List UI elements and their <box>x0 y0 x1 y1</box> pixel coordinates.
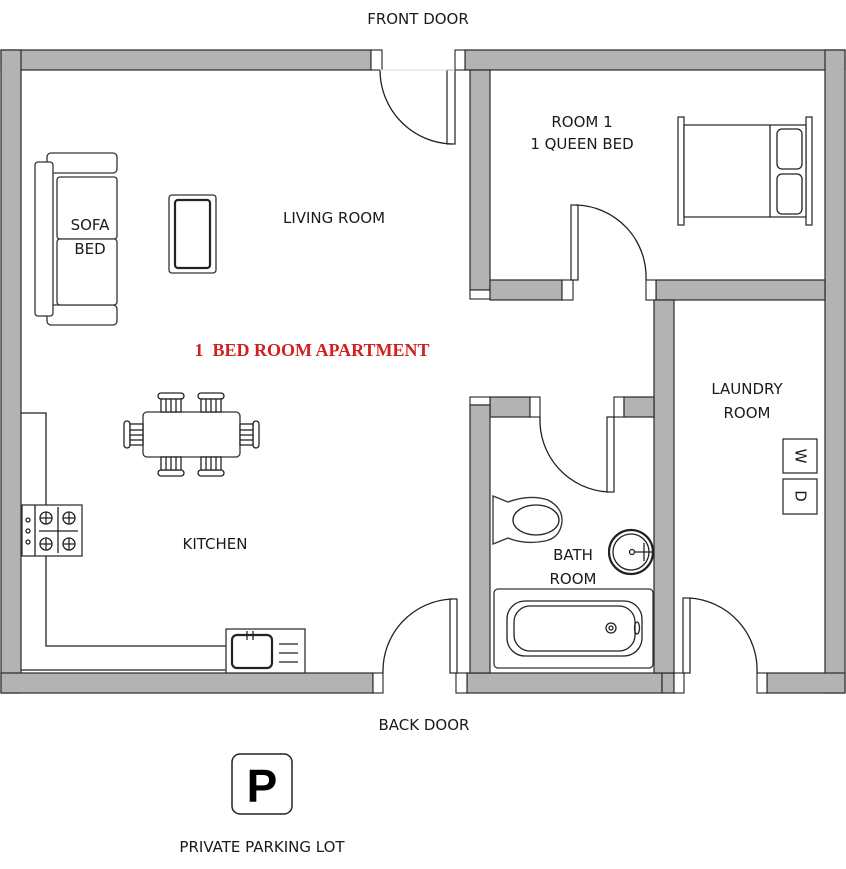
front-door-label: FRONT DOOR <box>367 10 469 28</box>
room1-door-leaf <box>570 204 579 281</box>
wall-bath-top-right <box>623 396 655 418</box>
washer: W <box>782 438 818 474</box>
back-door-label: BACK DOOR <box>379 716 470 734</box>
bath-sink <box>607 528 655 576</box>
wall-right <box>824 49 846 694</box>
washer-label: W <box>792 449 810 464</box>
dining-table <box>123 392 260 477</box>
wall-bottom-laundry <box>766 672 846 694</box>
wall-top-right <box>464 49 846 71</box>
walls <box>0 49 846 694</box>
wall-left <box>0 49 22 694</box>
back-door-swing <box>382 598 453 674</box>
stove <box>21 504 83 557</box>
room1-label-line2: 1 QUEEN BED <box>530 135 633 153</box>
queen-bed <box>677 116 813 226</box>
wall-bottom-bath <box>466 672 663 694</box>
sofa-label-line1: SOFA <box>71 216 111 234</box>
bath-label-line1: BATH <box>553 546 593 564</box>
room1-door-swing <box>575 204 647 281</box>
bath-door-swing <box>539 416 609 493</box>
living-room-label: LIVING ROOM <box>283 209 385 227</box>
front-door-leaf <box>446 69 456 145</box>
laundry-door-swing <box>688 597 758 674</box>
sofa-label-line2: BED <box>74 240 105 258</box>
coffee-table <box>168 194 217 274</box>
wall-laundry-left <box>653 299 675 674</box>
bath-door <box>539 416 615 493</box>
wall-room1-bottom-right <box>655 279 826 301</box>
wall-room1-left <box>469 69 491 291</box>
back-door <box>382 598 458 674</box>
wall-bottom-mid <box>661 672 675 694</box>
room1-label-line1: ROOM 1 <box>551 113 612 131</box>
room1-door <box>570 204 647 281</box>
bathtub <box>493 588 654 669</box>
laundry-label-line1: LAUNDRY <box>711 380 783 398</box>
toilet <box>492 495 563 545</box>
dryer-label: D <box>792 490 810 502</box>
front-door-swing <box>379 69 453 145</box>
bath-label-line2: ROOM <box>550 570 597 588</box>
dryer: D <box>782 478 818 515</box>
laundry-door-leaf <box>682 597 691 674</box>
parking-label: PRIVATE PARKING LOT <box>179 838 345 856</box>
parking-letter: P <box>247 760 278 812</box>
wall-top-left <box>0 49 372 71</box>
front-door <box>379 69 456 145</box>
kitchen-label: KITCHEN <box>183 535 248 553</box>
parking-icon: P <box>231 753 293 815</box>
bath-door-leaf <box>606 416 615 493</box>
laundry-label-line2: ROOM <box>724 404 771 422</box>
wall-bath-left <box>469 404 491 674</box>
back-door-leaf <box>449 598 458 674</box>
wall-room1-bottom-left <box>489 279 563 301</box>
kitchen-sink <box>225 628 306 674</box>
sofa-bed <box>34 152 118 326</box>
wall-bottom-left <box>0 672 374 694</box>
plan-title: 1 BED ROOM APARTMENT <box>194 340 429 360</box>
wall-bath-top-left <box>489 396 531 418</box>
laundry-door <box>682 597 758 674</box>
